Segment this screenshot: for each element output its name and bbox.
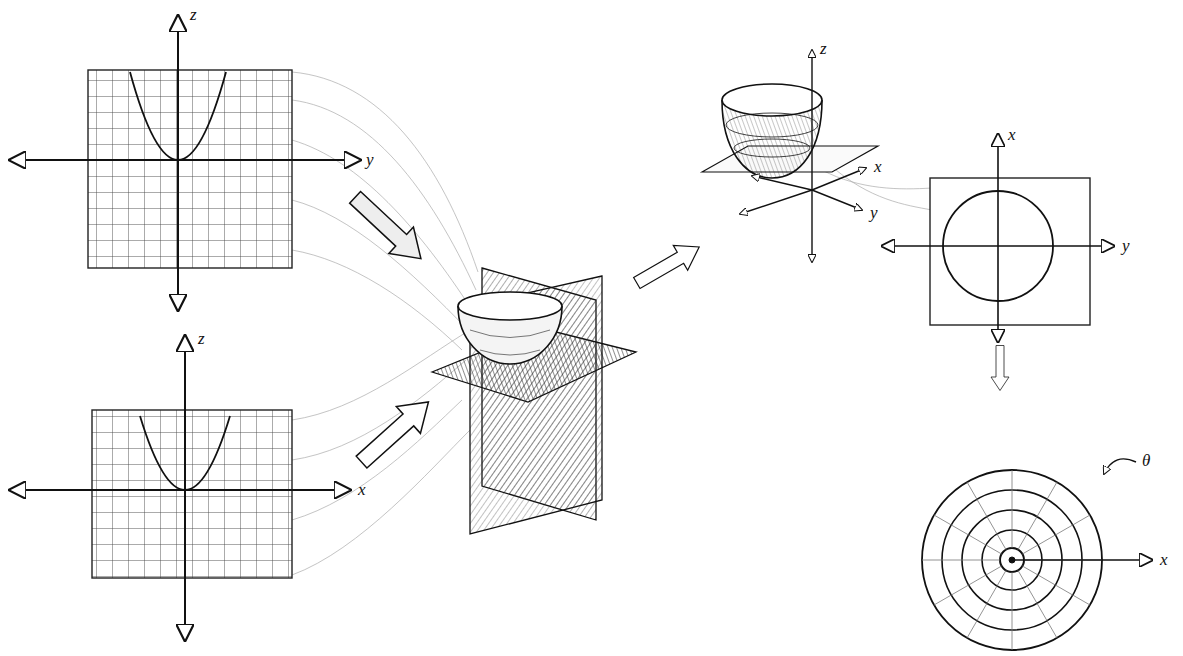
axis-label: x [874, 158, 882, 175]
paraboloid-3d [702, 50, 878, 262]
axis-label: y [366, 151, 374, 168]
parabola-zx-graph [10, 336, 350, 640]
axis-label: y [1122, 237, 1130, 254]
block-arrows [343, 184, 1009, 475]
axis-label: z [198, 330, 205, 347]
intersecting-planes [432, 268, 636, 534]
axis-label: x [1160, 551, 1168, 568]
axis-label: x [358, 481, 366, 498]
axis-label: z [820, 40, 827, 57]
parabola-zy-graph [10, 16, 360, 310]
level-curve-graph [882, 134, 1114, 342]
axis-label: θ [1142, 452, 1150, 469]
axis-label: x [1008, 126, 1016, 143]
polar-grid [922, 459, 1152, 650]
axis-label: y [870, 204, 878, 221]
axis-label: z [190, 6, 197, 23]
sweep-lines [292, 72, 932, 575]
